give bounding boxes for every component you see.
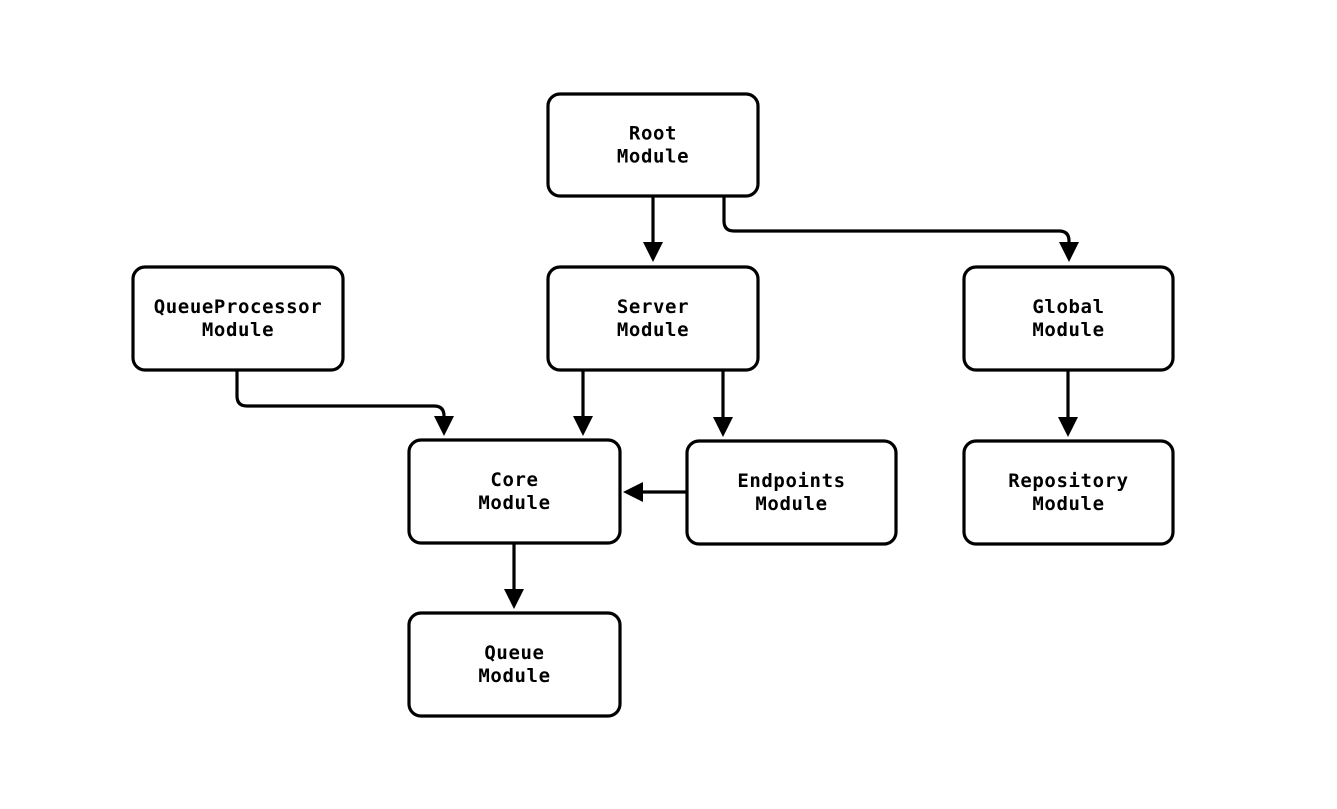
edge-root-to-global xyxy=(722,196,1079,262)
edge-server-to-core xyxy=(573,370,593,436)
edge-core-to-queue xyxy=(504,543,524,609)
node-label-line1: QueueProcessor xyxy=(154,296,323,318)
arrowhead-icon xyxy=(1058,417,1078,437)
edge-line xyxy=(235,370,446,418)
edge-endpoints-to-core xyxy=(623,482,687,502)
node-shape[interactable] xyxy=(407,611,622,718)
node-label-line2: Module xyxy=(202,319,274,341)
node-label-line2: Module xyxy=(755,493,827,515)
node-label-line2: Module xyxy=(617,319,689,341)
edge-queueprocessor-to-core xyxy=(235,370,454,436)
arrowhead-icon xyxy=(504,589,524,609)
node-label-line2: Module xyxy=(1032,493,1104,515)
edges-layer xyxy=(235,196,1079,609)
arrowhead-icon xyxy=(573,416,593,436)
arrowhead-icon xyxy=(434,416,454,436)
edge-root-to-server xyxy=(643,196,663,262)
node-label-line2: Module xyxy=(478,492,550,514)
node-label-line1: Repository xyxy=(1008,470,1128,492)
arrowhead-icon xyxy=(643,242,663,262)
node-label-line1: Queue xyxy=(484,642,544,664)
node-shape[interactable] xyxy=(546,92,760,198)
edge-server-to-endpoints xyxy=(713,370,733,437)
node-label-line2: Module xyxy=(478,665,550,687)
node-label-line1: Core xyxy=(490,469,538,491)
node-label-line2: Module xyxy=(1032,319,1104,341)
arrowhead-icon xyxy=(623,482,643,502)
node-shape[interactable] xyxy=(962,439,1175,546)
edge-line xyxy=(722,196,1071,243)
arrowhead-icon xyxy=(713,417,733,437)
node-label-line1: Server xyxy=(617,296,689,318)
node-shape[interactable] xyxy=(407,438,622,545)
node-shape[interactable] xyxy=(131,265,345,372)
nodes-layer: RootModuleQueueProcessorModuleServerModu… xyxy=(131,92,1175,718)
edge-global-to-repository xyxy=(1058,370,1078,437)
node-label-line1: Root xyxy=(629,123,677,145)
arrowhead-icon xyxy=(1059,242,1079,262)
node-shape[interactable] xyxy=(685,439,898,546)
node-shape[interactable] xyxy=(546,265,760,372)
node-label-line1: Global xyxy=(1032,296,1104,318)
node-label-line1: Endpoints xyxy=(737,470,845,492)
node-shape[interactable] xyxy=(962,265,1175,372)
node-label-line2: Module xyxy=(617,146,689,168)
